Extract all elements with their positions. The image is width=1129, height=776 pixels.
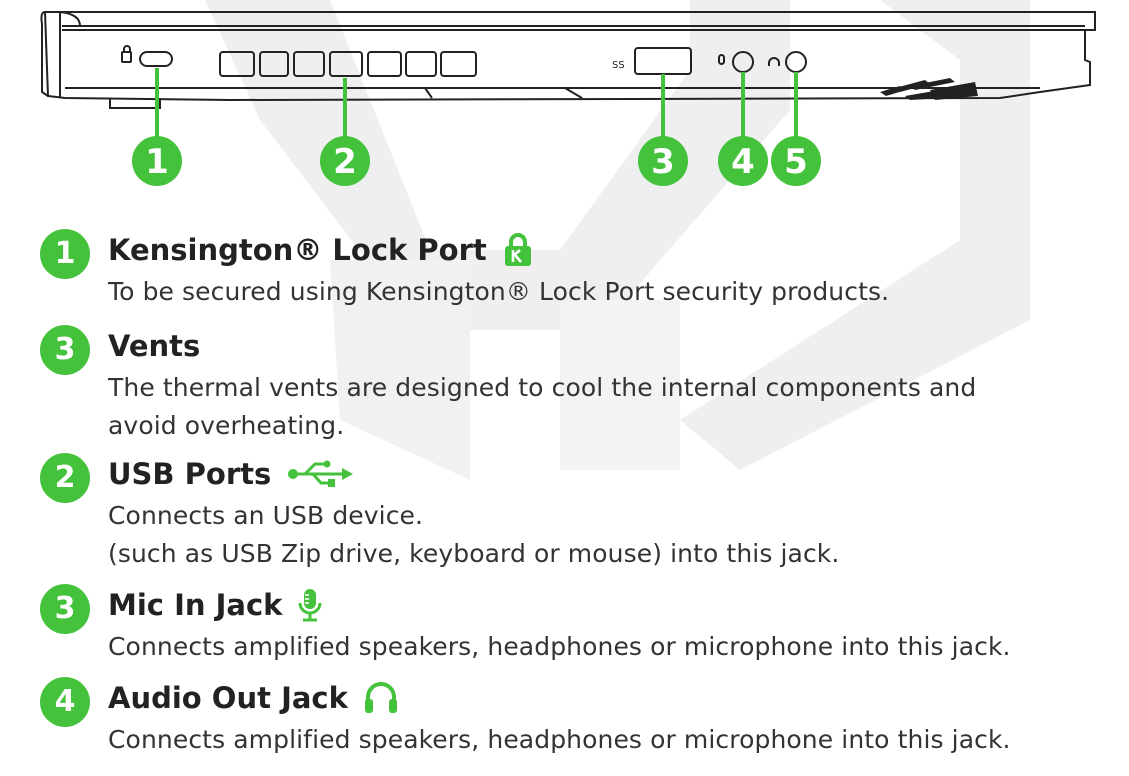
entry-title: USB Ports xyxy=(108,457,272,491)
kensington-slot xyxy=(121,45,173,67)
callout-5: 5 xyxy=(771,136,821,186)
microphone-icon xyxy=(298,589,322,622)
entry-usb-ports: 2 USB Ports Connects an USB device. (suc… xyxy=(40,453,1120,573)
vent-grille xyxy=(219,51,477,77)
entry-description: To be secured using Kensington® Lock Por… xyxy=(108,277,890,306)
svg-text:3: 3 xyxy=(651,142,675,182)
laptop-side-diagram: SS 1 2 3 4 5 xyxy=(40,11,1096,186)
entry-number-badge: 4 xyxy=(40,677,90,727)
headphones-icon xyxy=(364,682,397,713)
entry-title: Kensington® Lock Port xyxy=(108,233,487,267)
entry-mic-in-jack: 3 Mic In Jack Connects amplified speaker… xyxy=(40,584,1120,664)
entry-vents: 3 Vents The thermal vents are designed t… xyxy=(40,325,1120,445)
svg-text:4: 4 xyxy=(731,142,755,182)
entry-number-badge: 2 xyxy=(40,453,90,503)
speaker-grille xyxy=(880,78,978,100)
entry-description: The thermal vents are designed to cool t… xyxy=(108,373,977,440)
callout-1: 1 xyxy=(132,136,182,186)
entry-kensington-lock: 1 Kensington® Lock Port To be secured us… xyxy=(40,229,1120,309)
callout-3: 3 xyxy=(638,136,688,186)
entry-title: Mic In Jack xyxy=(108,588,283,622)
entry-description: Connects amplified speakers, headphones … xyxy=(108,632,1011,661)
usb-icon xyxy=(288,460,354,487)
entry-audio-out-jack: 4 Audio Out Jack Connects amplified spea… xyxy=(40,677,1120,757)
kensington-lock-icon xyxy=(504,233,531,266)
entry-title: Vents xyxy=(108,329,201,363)
callout-4: 4 xyxy=(718,136,768,186)
entry-number-badge: 3 xyxy=(40,325,90,375)
laptop-body xyxy=(40,11,1096,109)
entry-description: Connects an USB device. (such as USB Zip… xyxy=(108,501,840,568)
svg-text:1: 1 xyxy=(145,142,169,182)
entry-title: Audio Out Jack xyxy=(108,681,348,715)
callout-2: 2 xyxy=(320,136,370,186)
svg-text:5: 5 xyxy=(784,142,808,182)
svg-text:SS: SS xyxy=(612,60,625,71)
entry-number-badge: 1 xyxy=(40,229,90,279)
entry-number-badge: 3 xyxy=(40,584,90,634)
callout-leader-lines xyxy=(155,68,798,140)
svg-text:2: 2 xyxy=(333,142,357,182)
entry-description: Connects amplified speakers, headphones … xyxy=(108,725,1011,754)
